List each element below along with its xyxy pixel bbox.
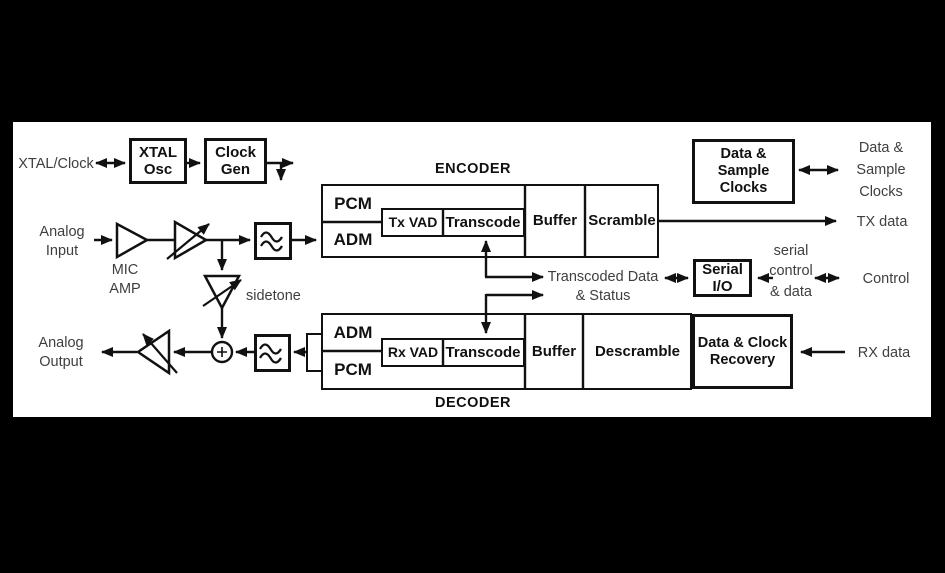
output-filter-box [254, 334, 291, 372]
clock-gen-label: Clock Gen [215, 143, 256, 178]
encoder-buffer-label: Buffer [532, 212, 578, 230]
decoder-buffer-cell: Buffer [525, 313, 583, 390]
data-sample-clocks-box-label: Data & Sample Clocks [717, 146, 770, 196]
encoder-adm-label: ADM [333, 230, 373, 250]
scramble-label: Scramble [588, 212, 656, 230]
scramble-cell: Scramble [585, 184, 659, 258]
serial-control-data-label: serial control & data [769, 243, 813, 300]
sidetone-label: sidetone [246, 288, 301, 304]
tx-data-label: TX data [856, 214, 908, 230]
decoder-buffer-label: Buffer [531, 342, 577, 360]
decoder-adm-label: ADM [333, 323, 373, 343]
data-clock-recovery-label: Data & Clock Recovery [697, 334, 788, 368]
serial-io-box: Serial I/O [693, 259, 752, 297]
encoder-buffer-cell: Buffer [525, 184, 585, 258]
rx-vad-label: Rx VAD [387, 344, 439, 361]
descramble-label: Descramble [594, 342, 681, 360]
data-sample-clocks-right-label: Data & Sample Clocks [856, 140, 906, 200]
decoder-adm-cell: ADM [323, 316, 383, 350]
encoder-transcode-label: Transcode [445, 213, 521, 231]
encoder-pcm-label: PCM [334, 194, 372, 214]
xtal-osc-label: XTAL Osc [138, 143, 178, 178]
encoder-vad-transcode-box [381, 208, 525, 237]
control-label: Control [862, 271, 910, 287]
decoder-transcode-cell: Transcode [443, 339, 523, 366]
data-clock-recovery-box: Data & Clock Recovery [692, 314, 793, 389]
decoder-title: DECODER [434, 395, 511, 411]
tx-vad-label: Tx VAD [388, 214, 438, 231]
tx-vad-cell: Tx VAD [383, 209, 443, 236]
rx-data-label: RX data [857, 345, 911, 361]
analog-input-label: Analog Input [39, 224, 85, 259]
transcoded-data-status-label: Transcoded Data & Status [547, 269, 659, 304]
analog-output-label: Analog Output [38, 335, 84, 370]
xtal-osc-box: XTAL Osc [129, 138, 187, 184]
descramble-cell: Descramble [583, 313, 692, 390]
encoder-title: ENCODER [434, 161, 511, 177]
encoder-transcode-cell: Transcode [443, 209, 523, 236]
serial-io-label: Serial I/O [702, 260, 743, 295]
decoder-vad-transcode-box [381, 338, 525, 367]
decoder-pcm-label: PCM [334, 360, 372, 380]
data-sample-clocks-box: Data & Sample Clocks [692, 139, 795, 204]
mic-amp-label: MIC AMP [109, 262, 141, 297]
decoder-transcode-label: Transcode [445, 343, 521, 361]
clock-gen-box: Clock Gen [204, 138, 267, 184]
encoder-pcm-cell: PCM [323, 187, 383, 221]
xtal-clock-label: XTAL/Clock [18, 156, 94, 172]
encoder-adm-cell: ADM [323, 224, 383, 256]
decoder-output-stub-box [306, 333, 323, 372]
decoder-pcm-cell: PCM [323, 353, 383, 387]
input-filter-box [254, 222, 292, 260]
rx-vad-cell: Rx VAD [383, 339, 443, 366]
